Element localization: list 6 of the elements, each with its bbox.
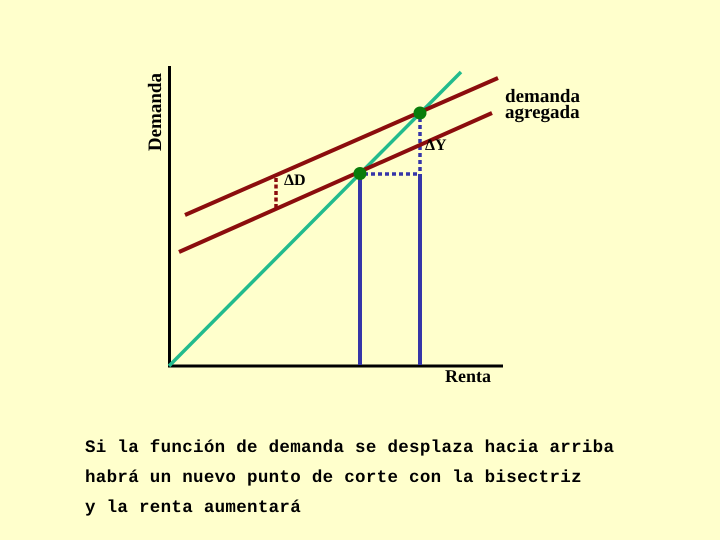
curve-label: demanda agregada bbox=[505, 89, 581, 121]
change-label: ΔY bbox=[425, 138, 447, 155]
caption: Si la función de demanda se desplaza hacia arriba habrá un nuevo punto de corte con la bisectriz y la renta aumentará bbox=[85, 437, 614, 520]
change-label: ΔD bbox=[284, 173, 306, 190]
axis-label: Renta bbox=[445, 367, 491, 386]
axis-label: Demanda bbox=[146, 73, 166, 152]
